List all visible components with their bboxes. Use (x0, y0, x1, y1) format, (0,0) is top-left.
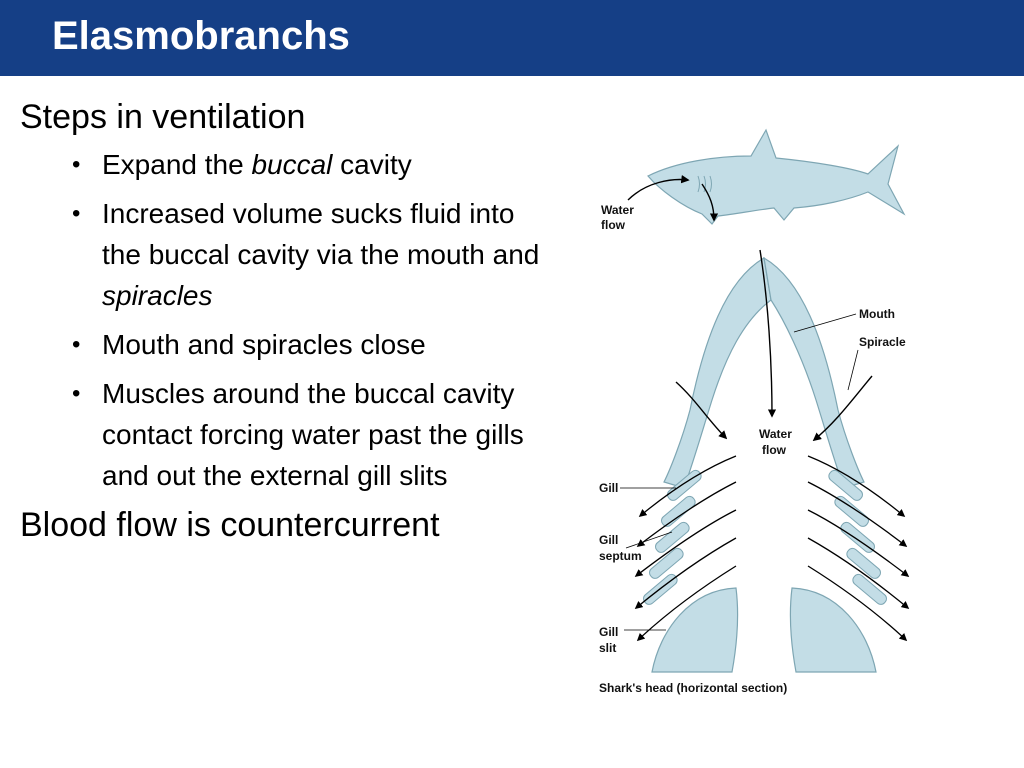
label-gill-septum-2: septum (599, 549, 642, 563)
label-gill-slit-1: Gill (599, 625, 618, 639)
right-jaw-wall (763, 256, 865, 489)
bullet-text: Mouth and spiracles close (102, 329, 426, 360)
leader-lines (620, 313, 859, 631)
bullet-emphasis: spiracles (102, 280, 213, 311)
water-flow-arrow-out (701, 183, 719, 222)
bullet-emphasis: buccal (251, 149, 333, 180)
slide-title: Elasmobranchs (52, 14, 350, 58)
label-gill: Gill (599, 481, 618, 495)
label-water-top-2: flow (601, 218, 626, 232)
bullet-item: Mouth and spiracles close (20, 324, 560, 365)
gill-outflow-arrows-right (807, 455, 910, 642)
label-spiracle: Spiracle (859, 335, 906, 349)
left-jaw-wall (663, 257, 772, 489)
label-gill-slit-2: slit (599, 641, 616, 655)
label-water-center-1: Water (759, 427, 792, 441)
figure-caption: Shark's head (horizontal section) (599, 681, 787, 695)
left-gill-arches (643, 469, 702, 605)
right-body-wall (789, 587, 877, 673)
bullet-item: Expand the buccal cavity (20, 144, 560, 185)
inflow-arrow-right (812, 375, 873, 442)
bullet-text: Expand the (102, 149, 252, 180)
gill-slits-external (697, 175, 712, 193)
left-body-wall (651, 587, 739, 673)
label-gill-septum-1: Gill (599, 533, 618, 547)
label-mouth: Mouth (859, 307, 895, 321)
bullet-text: Muscles around the buccal cavity contact… (102, 378, 524, 491)
label-water-center-2: flow (762, 443, 787, 457)
bullet-list: Expand the buccal cavity Increased volum… (20, 144, 560, 496)
slide-content: Steps in ventilation Expand the buccal c… (20, 96, 560, 546)
label-water-top-1: Water (601, 203, 634, 217)
bullet-text-end: cavity (332, 149, 412, 180)
bullet-text: Increased volume sucks fluid into the bu… (102, 198, 540, 270)
title-bar: Elasmobranchs (0, 0, 1024, 76)
heading-steps: Steps in ventilation (20, 98, 306, 136)
heading-blood-flow: Blood flow is countercurrent (20, 506, 440, 544)
inflow-arrow-left (675, 381, 728, 440)
shark-ventilation-diagram: Water flow (599, 128, 910, 695)
bullet-item: Increased volume sucks fluid into the bu… (20, 193, 560, 316)
bullet-item: Muscles around the buccal cavity contact… (20, 373, 560, 496)
water-flow-arrow-top (627, 175, 690, 201)
shark-silhouette (647, 128, 906, 225)
water-flow-arrow-center (759, 249, 777, 418)
